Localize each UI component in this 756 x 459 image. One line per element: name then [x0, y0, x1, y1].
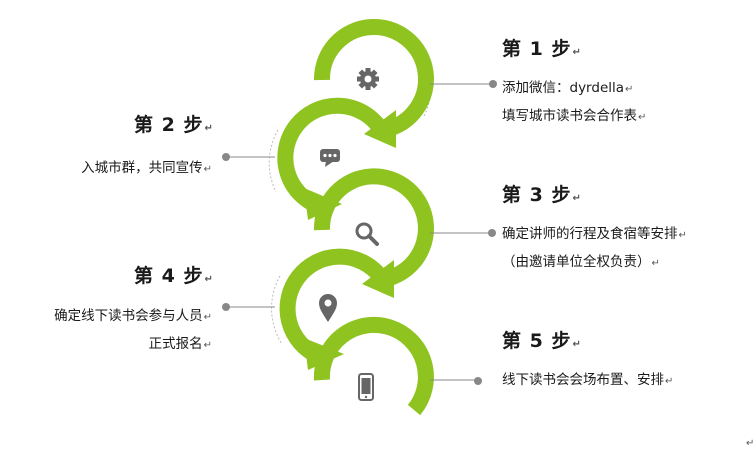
step-1-description: 添加微信：dyrdella↵ 填写城市读书会合作表↵	[502, 75, 646, 131]
step-5-line-1: 线下读书会会场布置、安排↵	[502, 372, 674, 388]
arrowhead-1	[364, 110, 396, 148]
step-4-title: 第 4 步↵	[134, 265, 214, 287]
connector-dot-5	[474, 377, 482, 385]
step-3-line-2: （由邀请单位全权负责）↵	[502, 254, 660, 270]
step-5-title: 第 5 步↵	[502, 330, 582, 352]
arrowhead-4	[304, 338, 344, 370]
step-3-title: 第 3 步↵	[502, 184, 582, 206]
step-3-description: 确定讲师的行程及食宿等安排↵ （由邀请单位全权负责）↵	[502, 221, 687, 277]
ring-step-2	[277, 97, 387, 214]
guide-arc-2	[268, 129, 279, 193]
connector-dot-2	[222, 153, 230, 161]
chat-bubble-icon	[320, 149, 340, 167]
gear-icon	[357, 68, 379, 90]
step-3-line-1: 确定讲师的行程及食宿等安排↵	[502, 226, 687, 242]
step-1-title: 第 1 步↵	[502, 38, 582, 60]
ring-step-1	[313, 18, 434, 138]
end-paragraph-mark: ↵	[746, 438, 755, 449]
step-2-description: 入城市群，共同宣传↵	[81, 155, 212, 183]
step-2-title: 第 2 步↵	[134, 114, 214, 136]
ring-step-3	[313, 168, 434, 288]
step-1-line-2: 填写城市读书会合作表↵	[502, 108, 647, 124]
step-4-description: 确定线下读书会参与人员↵ 正式报名↵	[54, 303, 212, 359]
location-pin-icon	[319, 294, 337, 322]
connector-dot-3	[488, 229, 496, 237]
step-2-line-1: 入城市群，共同宣传↵	[81, 160, 212, 176]
search-icon	[355, 222, 379, 246]
ring-step-4	[279, 248, 387, 364]
connector-dot-1	[489, 80, 497, 88]
arrowhead-3	[362, 260, 394, 298]
mobile-phone-icon	[358, 373, 374, 401]
step-5-description: 线下读书会会场布置、安排↵	[502, 367, 673, 395]
step-4-line-1: 确定线下读书会参与人员↵	[54, 308, 212, 324]
step-1-line-1: 添加微信：dyrdella↵	[502, 80, 634, 96]
connector-dot-4	[222, 303, 230, 311]
step-4-line-2: 正式报名↵	[148, 336, 212, 352]
arrowhead-2	[304, 188, 342, 220]
